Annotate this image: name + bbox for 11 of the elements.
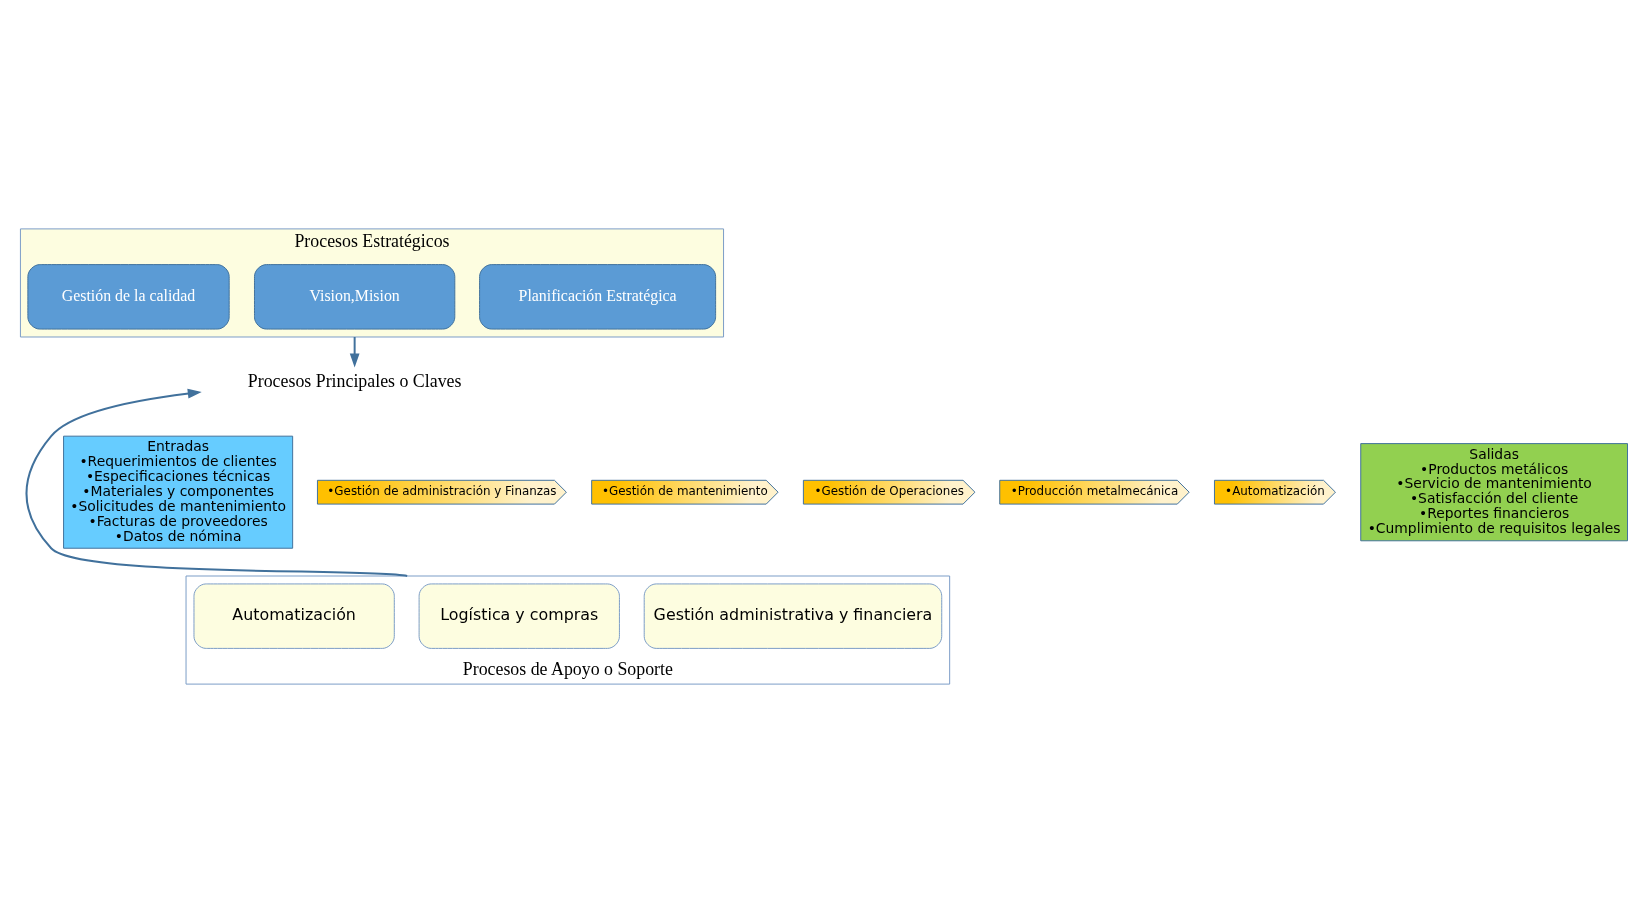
node-text: Procesos Principales o Claves [247, 370, 462, 391]
node-box: Gestión administrativa y financiera [643, 582, 943, 649]
node-box: Gestión de la calidad [27, 263, 230, 330]
node-box: Logística y compras [418, 582, 620, 649]
node-box: Entradas •Requerimientos de clientes •Especificaciones técnicas •Materiales y componentes •Solicitudes de mantenimiento •Facturas de proveedores •Datos de nómina [63, 435, 294, 549]
node-box: Automatización [193, 582, 395, 649]
node-box: Vision,Mision [253, 263, 456, 330]
node-box: Salidas •Productos metálicos •Servicio de mantenimiento •Satisfacción del cliente •Reportes financieros •Cumplimiento de requisitos legales [1360, 442, 1628, 541]
node-box: Planificación Estratégica [479, 263, 717, 330]
arrow [349, 335, 360, 367]
arrow [25, 388, 409, 577]
